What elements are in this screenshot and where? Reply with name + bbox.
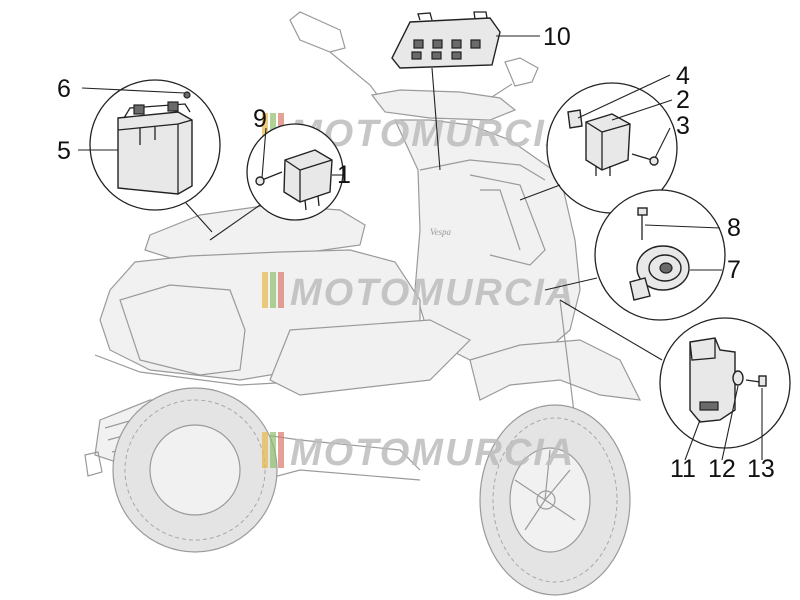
part-9-screw[interactable] xyxy=(255,171,283,186)
part-10-fuse-holder-plate[interactable] xyxy=(391,11,540,171)
callout-number-7: 7 xyxy=(727,256,741,284)
callout-leaders xyxy=(78,74,763,461)
part-6-battery-vent[interactable] xyxy=(183,91,191,99)
watermark-bottom: MOTOMURCIA xyxy=(262,432,575,474)
part-4-bracket-clip[interactable] xyxy=(567,109,583,129)
part-12-washer[interactable] xyxy=(732,370,744,386)
part-7-horn[interactable] xyxy=(629,245,690,301)
callout-numbers: 6 5 1 9 10 4 2 3 8 7 11 12 13 xyxy=(57,23,775,483)
callout-number-8: 8 xyxy=(727,214,741,242)
part-8-horn-bolt[interactable] xyxy=(637,207,648,240)
part-1-relay[interactable] xyxy=(283,149,333,211)
callout-number-9: 9 xyxy=(253,105,267,133)
part-3-screw[interactable] xyxy=(631,153,659,166)
watermark-text: MOTOMURCIA xyxy=(290,432,575,474)
callout-number-11: 11 xyxy=(670,455,696,483)
part-5-battery[interactable] xyxy=(117,101,193,195)
watermark-middle: MOTOMURCIA xyxy=(262,272,575,314)
watermark-text: MOTOMURCIA xyxy=(290,272,575,314)
part-11-mounting-bracket[interactable] xyxy=(689,337,736,423)
callout-number-6: 6 xyxy=(57,75,71,103)
part-13-bolt[interactable] xyxy=(745,375,767,387)
callout-number-2: 2 xyxy=(676,86,690,114)
callout-number-3: 3 xyxy=(676,112,690,140)
callout-number-4: 4 xyxy=(676,62,690,90)
callout-number-13: 13 xyxy=(747,455,775,483)
callout-number-5: 5 xyxy=(57,137,71,165)
callout-number-1: 1 xyxy=(337,161,351,189)
callout-number-12: 12 xyxy=(708,455,736,483)
callout-number-10: 10 xyxy=(543,23,571,51)
frame-brand-label: Vespa xyxy=(430,227,451,237)
part-2-relay[interactable] xyxy=(585,113,631,176)
